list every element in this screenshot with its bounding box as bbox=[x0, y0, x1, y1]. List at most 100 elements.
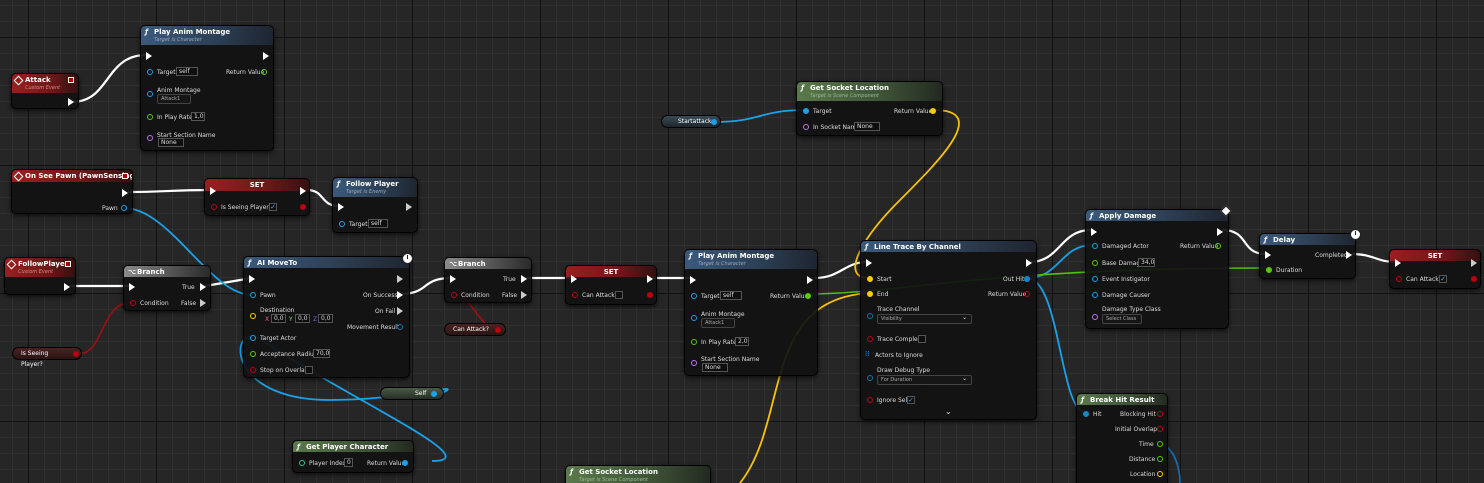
true-exec-pin[interactable] bbox=[200, 283, 206, 291]
startattack-variable[interactable]: Startattack bbox=[661, 115, 721, 128]
pawn-pin[interactable] bbox=[250, 292, 256, 298]
target-value[interactable]: self bbox=[720, 291, 742, 300]
return-value-pin[interactable] bbox=[1215, 243, 1221, 249]
ignore-self-pin[interactable] bbox=[867, 397, 873, 403]
destination-z-input[interactable]: 0,0 bbox=[318, 314, 333, 323]
anim-montage-select[interactable]: Attack1 bbox=[157, 94, 191, 104]
anim-montage-pin[interactable] bbox=[691, 315, 697, 321]
bool-out-pin[interactable] bbox=[300, 204, 306, 210]
variable-out-pin[interactable] bbox=[711, 119, 717, 125]
delegate-pin-icon[interactable] bbox=[68, 77, 74, 83]
end-pin[interactable] bbox=[867, 291, 873, 297]
draw-debug-select[interactable]: For Duration bbox=[877, 375, 972, 385]
stop-on-overlap-pin[interactable] bbox=[250, 367, 256, 373]
on-see-pawn-event-node[interactable]: On See Pawn (PawnSensing) Pawn bbox=[11, 169, 133, 214]
true-exec-pin[interactable] bbox=[521, 275, 527, 283]
stop-on-overlap-checkbox[interactable] bbox=[305, 366, 313, 374]
bool-in-pin[interactable] bbox=[211, 204, 217, 210]
ai-moveto-node[interactable]: ƒ AI MoveTo Pawn On Success Destination … bbox=[243, 253, 413, 378]
attack-event-node[interactable]: Attack Custom Event bbox=[11, 73, 79, 109]
draw-debug-pin[interactable] bbox=[867, 375, 873, 381]
condition-pin[interactable] bbox=[130, 300, 136, 306]
follow-player-event-node[interactable]: FollowPlayer Custom Event bbox=[4, 257, 76, 295]
target-actor-pin[interactable] bbox=[250, 335, 256, 341]
exec-in-pin[interactable] bbox=[249, 275, 255, 283]
exec-in-pin[interactable] bbox=[571, 275, 577, 283]
on-success-pin[interactable] bbox=[397, 291, 403, 299]
is-seeing-player-variable[interactable]: Is Seeing Player? bbox=[12, 347, 82, 368]
return-value-pin[interactable] bbox=[261, 69, 267, 75]
exec-out-pin[interactable] bbox=[406, 203, 412, 211]
exec-out-pin[interactable] bbox=[263, 52, 269, 60]
break-hit-result-node[interactable]: ƒ Break Hit Result Hit Blocking Hit Init… bbox=[1076, 393, 1168, 483]
trace-channel-pin[interactable] bbox=[867, 313, 873, 319]
checkbox-icon[interactable] bbox=[615, 291, 623, 299]
get-player-character-node[interactable]: ƒ Get Player Character Player Index 0 Re… bbox=[292, 440, 414, 473]
time-pin[interactable] bbox=[1157, 441, 1163, 447]
return-value-pin[interactable] bbox=[805, 293, 811, 299]
variable-out-pin[interactable] bbox=[73, 351, 79, 357]
start-section-value[interactable]: None bbox=[702, 363, 728, 372]
target-pin[interactable] bbox=[691, 293, 697, 299]
apply-damage-node[interactable]: ƒ Apply Damage Damaged Actor Return Valu… bbox=[1085, 205, 1232, 329]
blocking-hit-pin[interactable] bbox=[1157, 411, 1163, 417]
hit-pin[interactable] bbox=[1083, 411, 1089, 417]
exec-in-pin[interactable] bbox=[1395, 259, 1401, 267]
acceptance-radius-input[interactable]: 70,0 bbox=[313, 349, 330, 358]
base-damage-input[interactable]: 34,0 bbox=[1138, 258, 1155, 267]
trace-channel-select[interactable]: Visibility bbox=[877, 314, 972, 324]
exec-in-pin[interactable] bbox=[129, 283, 135, 291]
bool-out-pin[interactable] bbox=[1471, 276, 1477, 282]
destination-pin[interactable] bbox=[250, 313, 256, 319]
false-exec-pin[interactable] bbox=[200, 299, 206, 307]
exec-out-pin[interactable] bbox=[122, 189, 128, 197]
get-socket-location-node[interactable]: ƒ Get Socket Location Target is Scene Co… bbox=[796, 81, 943, 136]
player-index-pin[interactable] bbox=[299, 460, 305, 466]
checkbox-icon[interactable]: ✓ bbox=[1439, 275, 1447, 283]
play-rate-value[interactable]: 1,0 bbox=[191, 112, 205, 121]
duration-pin[interactable] bbox=[1266, 267, 1272, 273]
bool-out-pin[interactable] bbox=[647, 292, 653, 298]
return-value-pin[interactable] bbox=[1024, 291, 1030, 297]
exec-in-pin[interactable] bbox=[690, 276, 696, 284]
start-section-pin[interactable] bbox=[147, 135, 153, 141]
set-can-attack-node[interactable]: SET Can Attack? bbox=[565, 265, 657, 305]
play-rate-pin[interactable] bbox=[147, 114, 153, 120]
anim-montage-select[interactable]: Attack1 bbox=[701, 318, 735, 328]
exec-in-pin[interactable] bbox=[338, 203, 344, 211]
exec-out-pin[interactable] bbox=[397, 275, 403, 283]
set-can-attack-node[interactable]: SET Can Attack? ✓ bbox=[1389, 249, 1481, 289]
destination-x-input[interactable]: 0,0 bbox=[271, 314, 286, 323]
target-pin[interactable] bbox=[147, 69, 153, 75]
play-rate-value[interactable]: 2,0 bbox=[735, 337, 749, 346]
completed-exec-pin[interactable] bbox=[1346, 251, 1352, 259]
location-pin[interactable] bbox=[1157, 471, 1163, 477]
target-pin[interactable] bbox=[803, 108, 809, 114]
condition-pin[interactable] bbox=[451, 292, 457, 298]
array-pin-icon[interactable]: ⁞⁞ bbox=[865, 350, 870, 358]
trace-complex-pin[interactable] bbox=[867, 336, 873, 342]
delegate-pin-icon[interactable] bbox=[122, 173, 128, 179]
base-damage-pin[interactable] bbox=[1092, 260, 1098, 266]
socket-name-pin[interactable] bbox=[803, 124, 809, 130]
exec-in-pin[interactable] bbox=[146, 52, 152, 60]
branch-node[interactable]: ⌥ Branch True Condition False bbox=[444, 257, 532, 303]
initial-overlap-pin[interactable] bbox=[1157, 426, 1163, 432]
target-value[interactable]: self bbox=[176, 67, 198, 76]
start-section-pin[interactable] bbox=[691, 360, 697, 366]
bool-in-pin[interactable] bbox=[572, 292, 578, 298]
set-is-seeing-node[interactable]: SET Is Seeing Player? ✓ bbox=[204, 178, 310, 216]
exec-out-pin[interactable] bbox=[300, 187, 306, 195]
line-trace-by-channel-node[interactable]: ƒ Line Trace By Channel Start Out Hit En… bbox=[860, 240, 1037, 420]
target-pin[interactable] bbox=[339, 221, 345, 227]
damaged-actor-pin[interactable] bbox=[1092, 243, 1098, 249]
exec-in-pin[interactable] bbox=[866, 259, 872, 267]
player-index-input[interactable]: 0 bbox=[344, 458, 353, 467]
exec-out-pin[interactable] bbox=[807, 276, 813, 284]
branch-node[interactable]: ⌥ Branch True Condition False bbox=[123, 265, 211, 311]
exec-out-pin[interactable] bbox=[64, 283, 70, 291]
can-attack-variable[interactable]: Can Attack? bbox=[444, 323, 506, 336]
damage-type-pin[interactable] bbox=[1092, 314, 1098, 320]
ignore-self-checkbox[interactable]: ✓ bbox=[907, 396, 915, 404]
exec-in-pin[interactable] bbox=[1091, 228, 1097, 236]
